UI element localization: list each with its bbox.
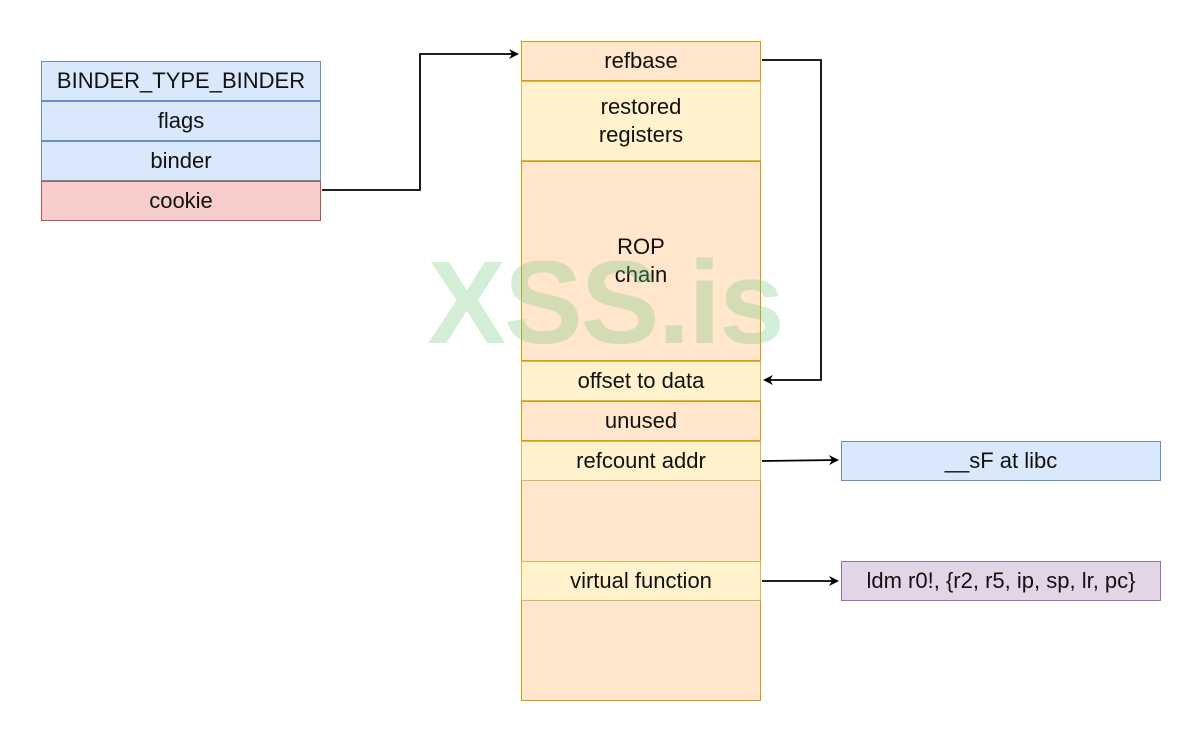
binder-field: binder — [41, 141, 321, 181]
virtual-function-block: virtual function — [521, 561, 761, 601]
offset-to-data-block: offset to data — [521, 361, 761, 401]
cookie-to-refbase-arrow — [322, 49, 519, 191]
restored-registers-block: restored registers — [521, 81, 761, 161]
refcount-addr-block: refcount addr — [521, 441, 761, 481]
flags-field: flags — [41, 101, 321, 141]
refcount-to-sf-arrow — [761, 455, 839, 466]
ldm-gadget-target: ldm r0!, {r2, r5, ip, sp, lr, pc} — [841, 561, 1161, 601]
sf-libc-target: __sF at libc — [841, 441, 1161, 481]
rop-chain-block: ROP chain — [521, 161, 761, 361]
refbase-to-offset-arrow — [762, 59, 822, 385]
refbase-block: refbase — [521, 41, 761, 81]
cookie-field: cookie — [41, 181, 321, 221]
binder-type-field: BINDER_TYPE_BINDER — [41, 61, 321, 101]
unused-block: unused — [521, 401, 761, 441]
